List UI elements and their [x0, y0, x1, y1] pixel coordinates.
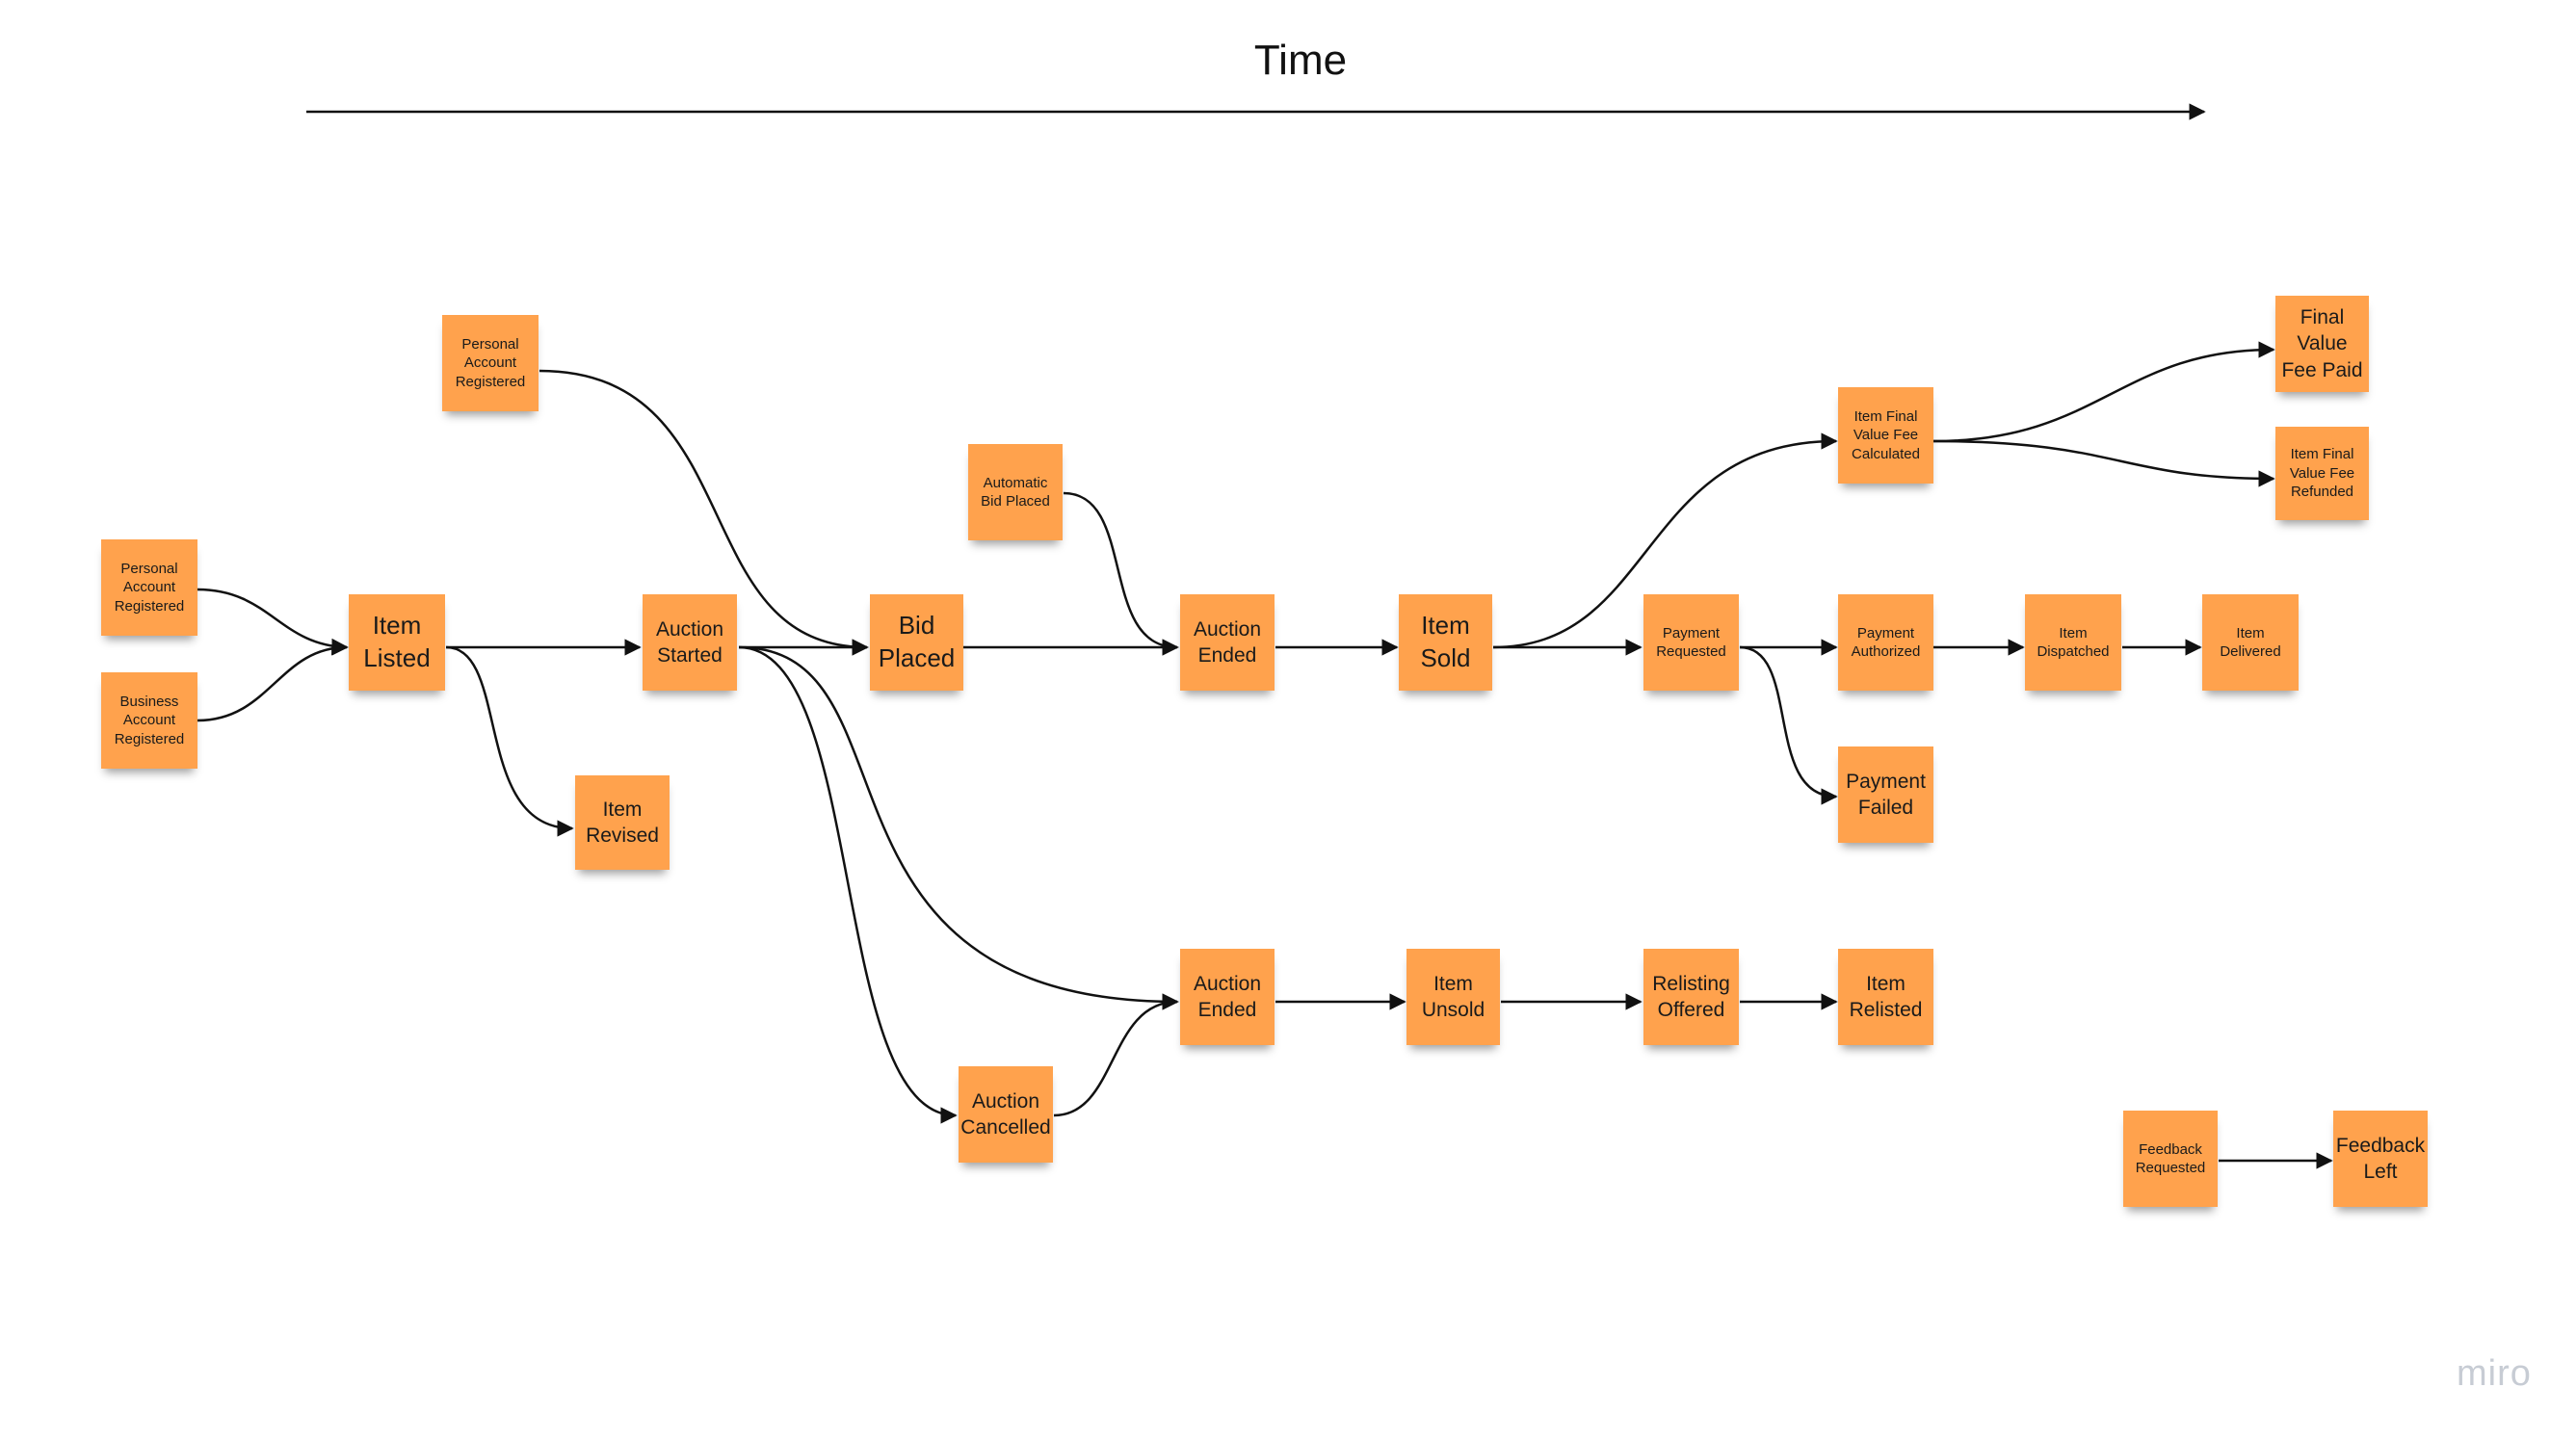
sticky-item-final-value-fee-refunded[interactable]: Item Final Value Fee Refunded: [2275, 427, 2369, 520]
sticky-auction-started[interactable]: Auction Started: [643, 594, 737, 691]
sticky-auction-ended[interactable]: Auction Ended: [1180, 594, 1275, 691]
edge-item-listed-to-item-revised: [445, 645, 574, 837]
sticky-item-listed[interactable]: Item Listed: [349, 594, 445, 691]
sticky-bid-placed[interactable]: Bid Placed: [870, 594, 963, 691]
sticky-label: Item Revised: [586, 798, 659, 847]
sticky-label: Feedback Left: [2335, 1134, 2426, 1183]
edge-item-sold-to-fee-calculated: [1492, 432, 1838, 649]
sticky-personal-account-registered[interactable]: Personal Account Registered: [101, 539, 197, 636]
sticky-label: Item Relisted: [1849, 972, 1923, 1021]
sticky-label: Personal Account Registered: [455, 335, 526, 390]
sticky-item-delivered[interactable]: Item Delivered: [2202, 594, 2299, 691]
sticky-item-revised[interactable]: Item Revised: [575, 775, 670, 870]
sticky-relisting-offered[interactable]: Relisting Offered: [1643, 949, 1739, 1045]
sticky-label: Bid Placed: [878, 611, 956, 672]
miro-logo: miro: [2457, 1353, 2532, 1394]
edge-auction-cancelled-to-auction-ended-unsold: [1053, 993, 1179, 1117]
sticky-item-final-value-fee-calculated[interactable]: Item Final Value Fee Calculated: [1838, 387, 1933, 484]
sticky-feedback-left[interactable]: Feedback Left: [2333, 1111, 2428, 1207]
sticky-automatic-bid-placed[interactable]: Automatic Bid Placed: [968, 444, 1063, 540]
sticky-payment-failed[interactable]: Payment Failed: [1838, 746, 1933, 843]
sticky-label: Business Account Registered: [114, 693, 185, 747]
sticky-item-dispatched[interactable]: Item Dispatched: [2025, 594, 2121, 691]
sticky-item-unsold[interactable]: Item Unsold: [1406, 949, 1500, 1045]
sticky-label: Payment Requested: [1656, 624, 1726, 661]
sticky-label: Final Value Fee Paid: [2281, 306, 2363, 381]
sticky-auction-ended-unsold[interactable]: Auction Ended: [1180, 949, 1275, 1045]
sticky-label: Feedback Requested: [2135, 1140, 2206, 1177]
sticky-label: Relisting Offered: [1652, 972, 1730, 1021]
sticky-label: Item Final Value Fee Calculated: [1852, 407, 1920, 462]
sticky-personal-account-registered-2[interactable]: Personal Account Registered: [442, 315, 539, 411]
sticky-final-value-fee-paid[interactable]: Final Value Fee Paid: [2275, 296, 2369, 392]
edge-auto-bid-to-auction-ended: [1063, 491, 1179, 656]
sticky-label: Personal Account Registered: [114, 560, 185, 615]
sticky-business-account-registered[interactable]: Business Account Registered: [101, 672, 197, 769]
sticky-label: Item Unsold: [1421, 972, 1485, 1021]
sticky-auction-cancelled[interactable]: Auction Cancelled: [959, 1066, 1053, 1163]
sticky-label: Item Listed: [363, 611, 431, 672]
edge-fee-calculated-to-fee-refunded: [1932, 439, 2275, 487]
time-axis-label: Time: [1253, 37, 1348, 84]
sticky-feedback-requested[interactable]: Feedback Requested: [2123, 1111, 2218, 1207]
edge-payment-requested-to-failed: [1739, 645, 1838, 805]
sticky-label: Automatic Bid Placed: [981, 474, 1050, 511]
sticky-item-sold[interactable]: Item Sold: [1399, 594, 1492, 691]
sticky-label: Item Sold: [1420, 611, 1471, 672]
sticky-item-relisted[interactable]: Item Relisted: [1838, 949, 1933, 1045]
edge-fee-calculated-to-fee-paid: [1932, 341, 2275, 443]
sticky-label: Payment Authorized: [1851, 624, 1921, 661]
edge-auction-started-to-auction-cancelled: [738, 645, 958, 1124]
sticky-label: Payment Failed: [1846, 770, 1926, 819]
sticky-label: Auction Ended: [1193, 617, 1262, 667]
sticky-label: Item Final Value Fee Refunded: [2289, 446, 2355, 501]
edge-auction-started-to-auction-ended-unsold: [738, 645, 1179, 1010]
sticky-label: Auction Started: [655, 617, 724, 667]
sticky-label: Item Dispatched: [2037, 624, 2110, 661]
edge-personal-to-item-listed: [197, 588, 349, 656]
sticky-label: Item Delivered: [2220, 624, 2281, 661]
sticky-label: Auction Cancelled: [960, 1089, 1051, 1139]
edge-business-to-item-listed: [197, 639, 349, 722]
sticky-payment-requested[interactable]: Payment Requested: [1643, 594, 1739, 691]
edge-personal-b-to-bid-placed: [539, 369, 869, 656]
sticky-label: Auction Ended: [1193, 972, 1262, 1021]
sticky-payment-authorized[interactable]: Payment Authorized: [1838, 594, 1933, 691]
